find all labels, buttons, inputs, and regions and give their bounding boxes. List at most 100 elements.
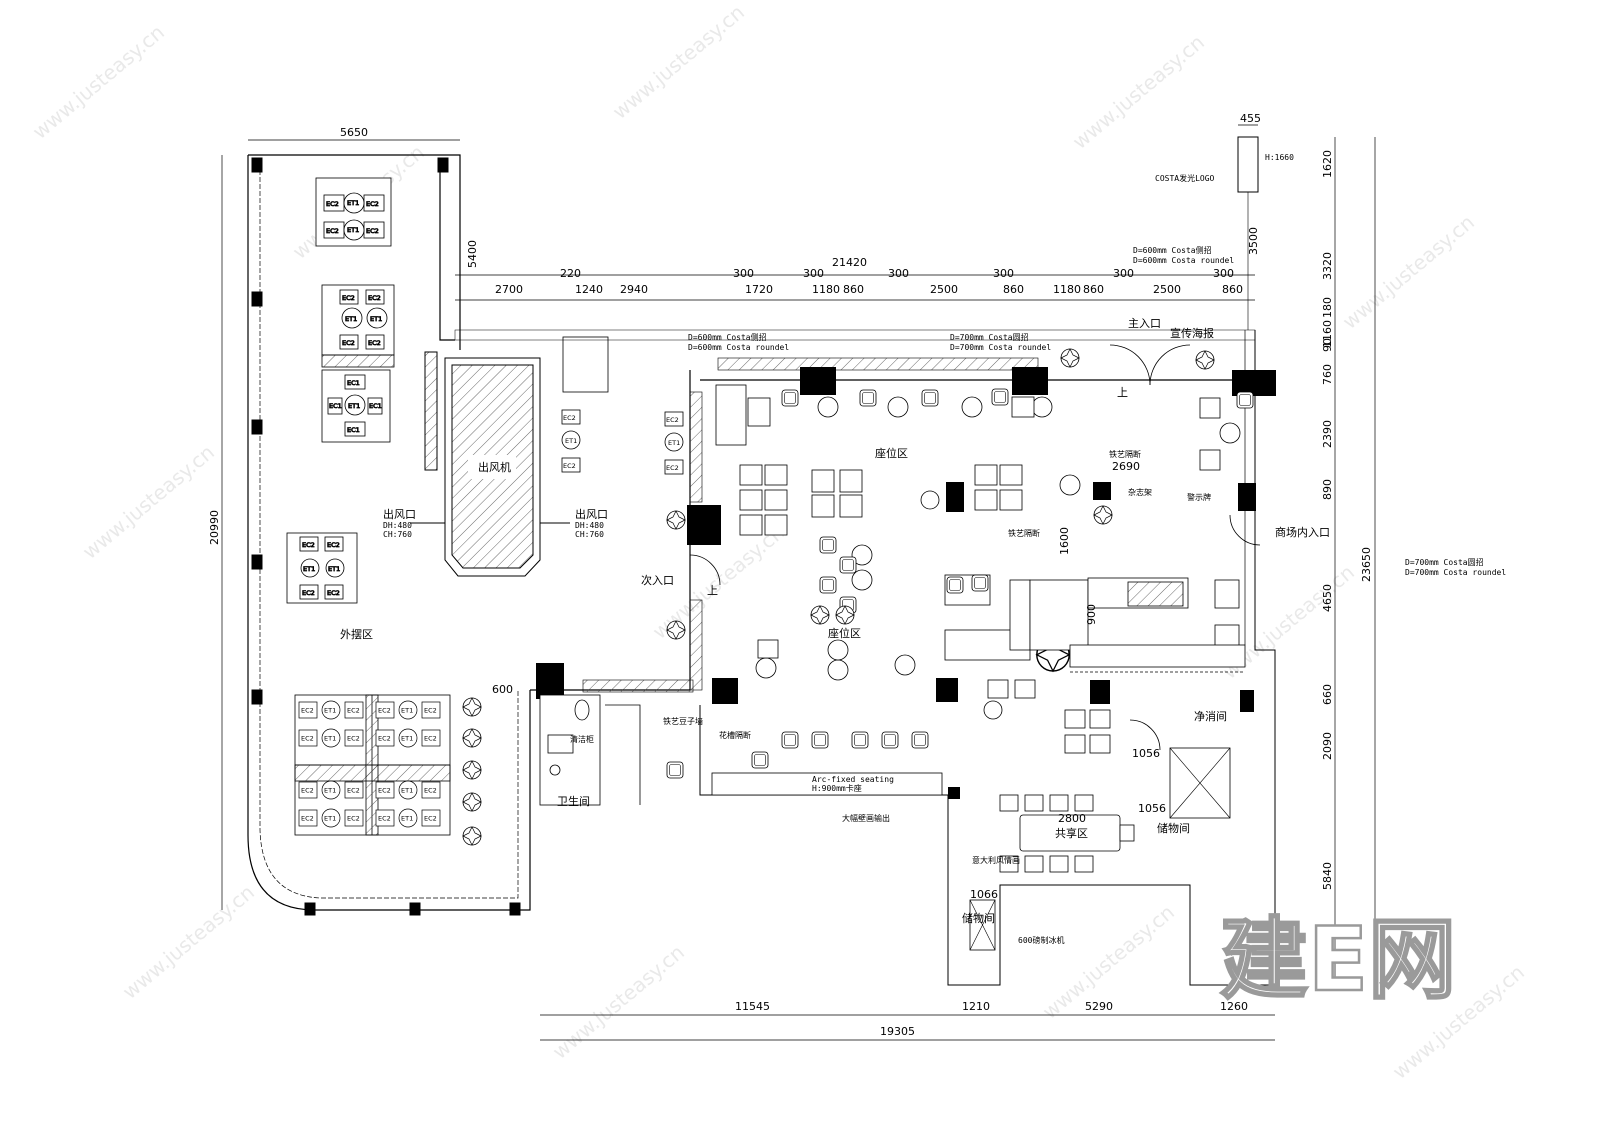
- iron-bean-wall-label: 铁艺豆子墙: [663, 716, 703, 726]
- watermark-text: www.justeasy.cn: [118, 880, 259, 1004]
- seat-code: EC2: [378, 707, 391, 715]
- planter-strip: [582, 679, 694, 693]
- dim-misc: 1056: [1138, 802, 1166, 815]
- iron-partition-label: 铁艺隔断: [1109, 449, 1141, 459]
- air-outlet-ch: CH:760: [383, 530, 412, 539]
- seat-code: EC2: [347, 707, 360, 715]
- seat-code: EC2: [368, 294, 381, 302]
- round-sign-en: D=700mm Costa roundel: [1405, 568, 1506, 577]
- table-code: ET1: [345, 315, 357, 323]
- outdoor-chair: [344, 701, 364, 719]
- wash-room-label: 净消间: [1194, 709, 1227, 723]
- table-code: ET1: [324, 707, 336, 715]
- outdoor-table: [321, 728, 341, 748]
- table-code: ET1: [401, 735, 413, 743]
- dim-segment: 2940: [620, 283, 648, 296]
- canopy-line: [454, 329, 1256, 341]
- outdoor-chair: [298, 781, 318, 799]
- ice-machine-label: 600磅制冰机: [1018, 935, 1064, 945]
- seat-code: EC2: [327, 589, 340, 597]
- up-label: 上: [707, 584, 718, 597]
- dimension-lines: [221, 124, 1376, 1041]
- table-code: ET1: [370, 315, 382, 323]
- air-unit-label: 出风机: [478, 460, 511, 474]
- outdoor-chair: [375, 809, 395, 827]
- outdoor-table: [398, 700, 418, 720]
- dim-segment: 1180: [812, 283, 840, 296]
- outdoor-chair: [298, 809, 318, 827]
- dim-segment: 860: [1003, 283, 1024, 296]
- seating-area-label: 座位区: [828, 626, 861, 640]
- restroom-label: 卫生间: [557, 794, 590, 808]
- right-dimension-column: 1620332018011609076023908904650660209058…: [1321, 150, 1334, 890]
- dim-segment: 1240: [575, 283, 603, 296]
- indoor-seating: [715, 384, 1241, 754]
- poster-label: 宣传海报: [1170, 326, 1214, 340]
- seat-code: EC2: [563, 414, 576, 422]
- table-code: ET1: [401, 787, 413, 795]
- structural-columns: [536, 367, 1276, 799]
- watermark-text: www.justeasy.cn: [1068, 30, 1209, 154]
- seat-code: EC2: [347, 787, 360, 795]
- dim-segment: 300: [993, 267, 1014, 280]
- dim-segment: 5290: [1085, 1000, 1113, 1013]
- seat-code: EC2: [378, 735, 391, 743]
- side-sign-cn: D=600mm Costa侧招: [1133, 245, 1212, 255]
- watermark-text: www.justeasy.cn: [608, 0, 749, 124]
- dim-segment: 11545: [735, 1000, 770, 1013]
- seat-code: EC2: [326, 200, 339, 208]
- dim-logo-drop: 3500: [1247, 227, 1260, 255]
- watermark-text: www.justeasy.cn: [28, 20, 169, 144]
- seat-code: EC2: [378, 787, 391, 795]
- air-outlet-dh: DH:480: [575, 521, 604, 530]
- seat-code: EC2: [326, 227, 339, 235]
- outdoor-chair: [375, 701, 395, 719]
- dim-misc: 1056: [1132, 747, 1160, 760]
- outdoor-table: [398, 808, 418, 828]
- ice-machine-x: [969, 899, 996, 951]
- cleaning-cabinet-label: 清洁柜: [570, 734, 594, 744]
- dim-misc: 2690: [1112, 460, 1140, 473]
- seat-code: EC2: [424, 707, 437, 715]
- seat-code: EC2: [302, 541, 315, 549]
- seat-code: EC1: [347, 426, 360, 434]
- planter-strip: [717, 357, 1039, 371]
- flower-partition-label: 花槽隔断: [719, 730, 751, 740]
- dim-segment: 3320: [1321, 252, 1334, 280]
- side-sign-en: D=600mm Costa roundel: [1133, 256, 1234, 265]
- dim-segment: 2700: [495, 283, 523, 296]
- seat-code: EC1: [329, 402, 342, 410]
- dim-segment: 860: [1083, 283, 1104, 296]
- dim-segment: 1160: [1321, 320, 1334, 348]
- decor-medallion: [562, 336, 609, 393]
- table-code: ET1: [347, 199, 359, 207]
- table-code: ET1: [348, 402, 360, 410]
- storage-label: 储物间: [962, 911, 995, 925]
- outdoor-chair: [421, 701, 441, 719]
- outdoor-seating-grid: [294, 694, 451, 836]
- arc-seating-height: H:900mm卡座: [812, 783, 862, 793]
- seat-code: EC2: [347, 815, 360, 823]
- dim-segment: 1720: [745, 283, 773, 296]
- dim-segment: 1180: [1053, 283, 1081, 296]
- outdoor-chair: [344, 809, 364, 827]
- storage-label: 储物间: [1157, 821, 1190, 835]
- seat-code: EC2: [666, 464, 679, 472]
- outdoor-area: [247, 154, 531, 916]
- seat-code: EC2: [563, 462, 576, 470]
- dim-segment: 890: [1321, 479, 1334, 500]
- table-code: ET1: [324, 815, 336, 823]
- dim-segment: 300: [733, 267, 754, 280]
- dim-segment: 2090: [1321, 732, 1334, 760]
- dim-misc: 1066: [970, 888, 998, 901]
- dim-segment: 5840: [1321, 862, 1334, 890]
- shared-table: [999, 794, 1135, 873]
- outdoor-chair: [344, 781, 364, 799]
- table-code: ET1: [401, 815, 413, 823]
- main-entrance-label: 主入口: [1128, 317, 1161, 330]
- dim-bottom-total: 19305: [880, 1025, 915, 1038]
- restroom: [539, 694, 641, 806]
- table-code: ET1: [668, 439, 680, 447]
